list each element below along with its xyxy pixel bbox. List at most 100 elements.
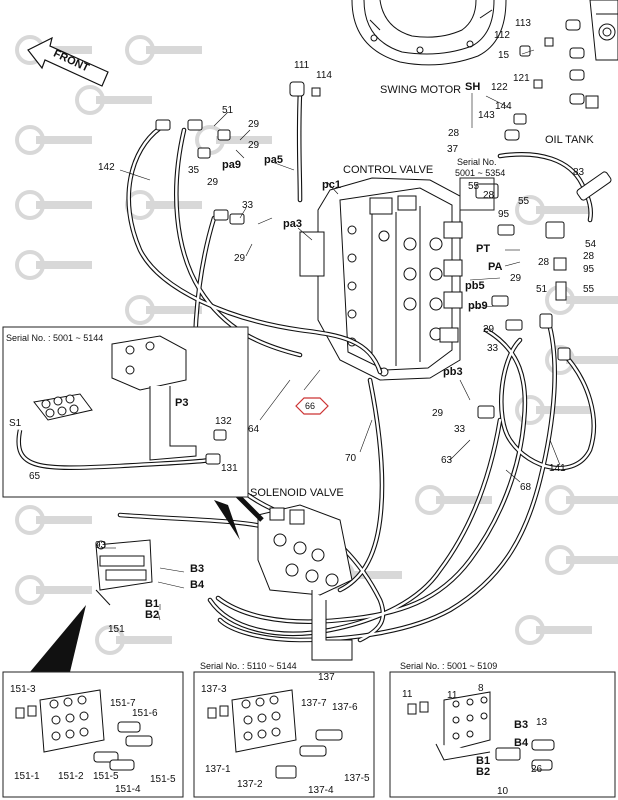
port-pb9: pb9 [468, 300, 488, 312]
part-151-4: 151-4 [115, 784, 141, 795]
part-66: 66 [305, 401, 316, 411]
part-29-g: 29 [432, 408, 444, 419]
part-111: 111 [294, 60, 310, 71]
serial-small-box-range: 5001 ~ 5354 [455, 168, 506, 178]
part-33-c: 33 [454, 424, 466, 435]
part-83: 83 [573, 167, 585, 178]
part-132: 132 [215, 416, 232, 427]
part-151-7: 151-7 [110, 698, 136, 709]
inset-bottom-mid-art [207, 689, 343, 779]
inset-port-b1: B1 [476, 755, 491, 767]
part-137-5: 137-5 [344, 773, 370, 784]
part-29-a: 29 [248, 119, 260, 130]
port-b4: B4 [190, 579, 205, 591]
part-93: 93 [95, 540, 107, 551]
part-144: 144 [495, 101, 512, 112]
port-p3: P3 [175, 397, 189, 409]
part-151-6: 151-6 [132, 708, 158, 719]
inset-port-b4: B4 [514, 737, 529, 749]
part-28-a: 28 [448, 128, 460, 139]
part-10: 10 [497, 786, 509, 797]
part-95-a: 95 [498, 209, 510, 220]
callout-pointer-solenoid [214, 500, 240, 540]
part-33-b: 33 [487, 343, 499, 354]
solenoid-valve [228, 486, 353, 661]
port-pb3: pb3 [443, 366, 463, 378]
part-11-b: 11 [447, 690, 458, 701]
part-15: 15 [498, 50, 510, 61]
part-55-c: 55 [583, 284, 595, 295]
part-137: 137 [318, 672, 335, 683]
part-28-c: 28 [583, 251, 595, 262]
port-pc1: pc1 [322, 179, 341, 191]
part-112: 112 [494, 30, 510, 41]
callout-pointer [30, 605, 86, 672]
leader-lines [100, 49, 561, 621]
part-29-b: 29 [207, 177, 219, 188]
part-151-3: 151-3 [10, 684, 36, 695]
ref-66-hexagon [295, 397, 329, 415]
part-28-b: 28 [483, 190, 495, 201]
swing-motor [351, 0, 507, 66]
part-29-d: 29 [234, 253, 246, 264]
serial-small-box-header: Serial No. [457, 157, 497, 167]
part-137-6: 137-6 [332, 702, 358, 713]
port-pa: PA [488, 261, 503, 273]
part-137-4: 137-4 [308, 785, 334, 796]
inset-bottom-right-art [407, 691, 555, 771]
port-pa3: pa3 [283, 218, 302, 230]
inset-port-b2: B2 [476, 766, 491, 778]
part-65: 65 [29, 471, 41, 482]
port-pa5: pa5 [264, 154, 283, 166]
part-29-f: 29 [483, 324, 495, 335]
part-70: 70 [345, 453, 357, 464]
part-63: 63 [441, 455, 453, 466]
title-solenoid-valve: SOLENOID VALVE [250, 487, 344, 499]
part-54: 54 [585, 239, 597, 250]
part-11-a: 11 [402, 689, 413, 700]
part-55-b: 55 [518, 196, 530, 207]
part-29-c: 29 [248, 140, 260, 151]
port-b3: B3 [190, 563, 205, 575]
oil-tank [589, 0, 618, 61]
part-143: 143 [478, 110, 495, 121]
part-8: 8 [478, 683, 484, 694]
part-142: 142 [98, 162, 115, 173]
title-swing-motor: SWING MOTOR [380, 84, 462, 96]
front-arrow-icon [27, 36, 109, 87]
part-26: 26 [531, 764, 543, 775]
part-121: 121 [513, 73, 530, 84]
part-13: 13 [536, 717, 548, 728]
part-33-a: 33 [242, 200, 254, 211]
part-64: 64 [248, 424, 260, 435]
control-valve [299, 177, 463, 381]
part-151-5-a: 151-5 [93, 771, 119, 782]
part-151: 151 [108, 624, 125, 635]
part-151-5-b: 151-5 [150, 774, 176, 785]
part-55-a: 55 [468, 181, 480, 192]
serial-bottom-middle: Serial No. : 5110 ~ 5144 [200, 661, 297, 671]
title-oil-tank: OIL TANK [545, 134, 594, 146]
part-137-3: 137-3 [201, 684, 227, 695]
part-114: 114 [316, 70, 332, 81]
part-51-b: 51 [536, 284, 548, 295]
port-b1: B1 [145, 598, 160, 610]
part-113: 113 [515, 18, 531, 29]
part-141: 141 [549, 463, 566, 474]
fittings-top-right [504, 19, 599, 141]
serial-bottom-right: Serial No. : 5001 ~ 5109 [400, 661, 498, 671]
inset-port-b3: B3 [514, 719, 529, 731]
title-control-valve: CONTROL VALVE [343, 164, 434, 176]
part-68: 68 [520, 482, 532, 493]
bracket-151 [95, 539, 153, 606]
port-pa9: pa9 [222, 159, 241, 171]
serial-inset-top-left: Serial No. : 5001 ~ 5144 [6, 333, 104, 343]
hose-fittings [155, 81, 612, 419]
part-35: 35 [188, 165, 200, 176]
part-29-e: 29 [510, 273, 522, 284]
part-151-2: 151-2 [58, 771, 84, 782]
inset-top-left-art [16, 335, 227, 470]
part-137-1: 137-1 [205, 764, 231, 775]
port-sh: SH [465, 81, 481, 93]
